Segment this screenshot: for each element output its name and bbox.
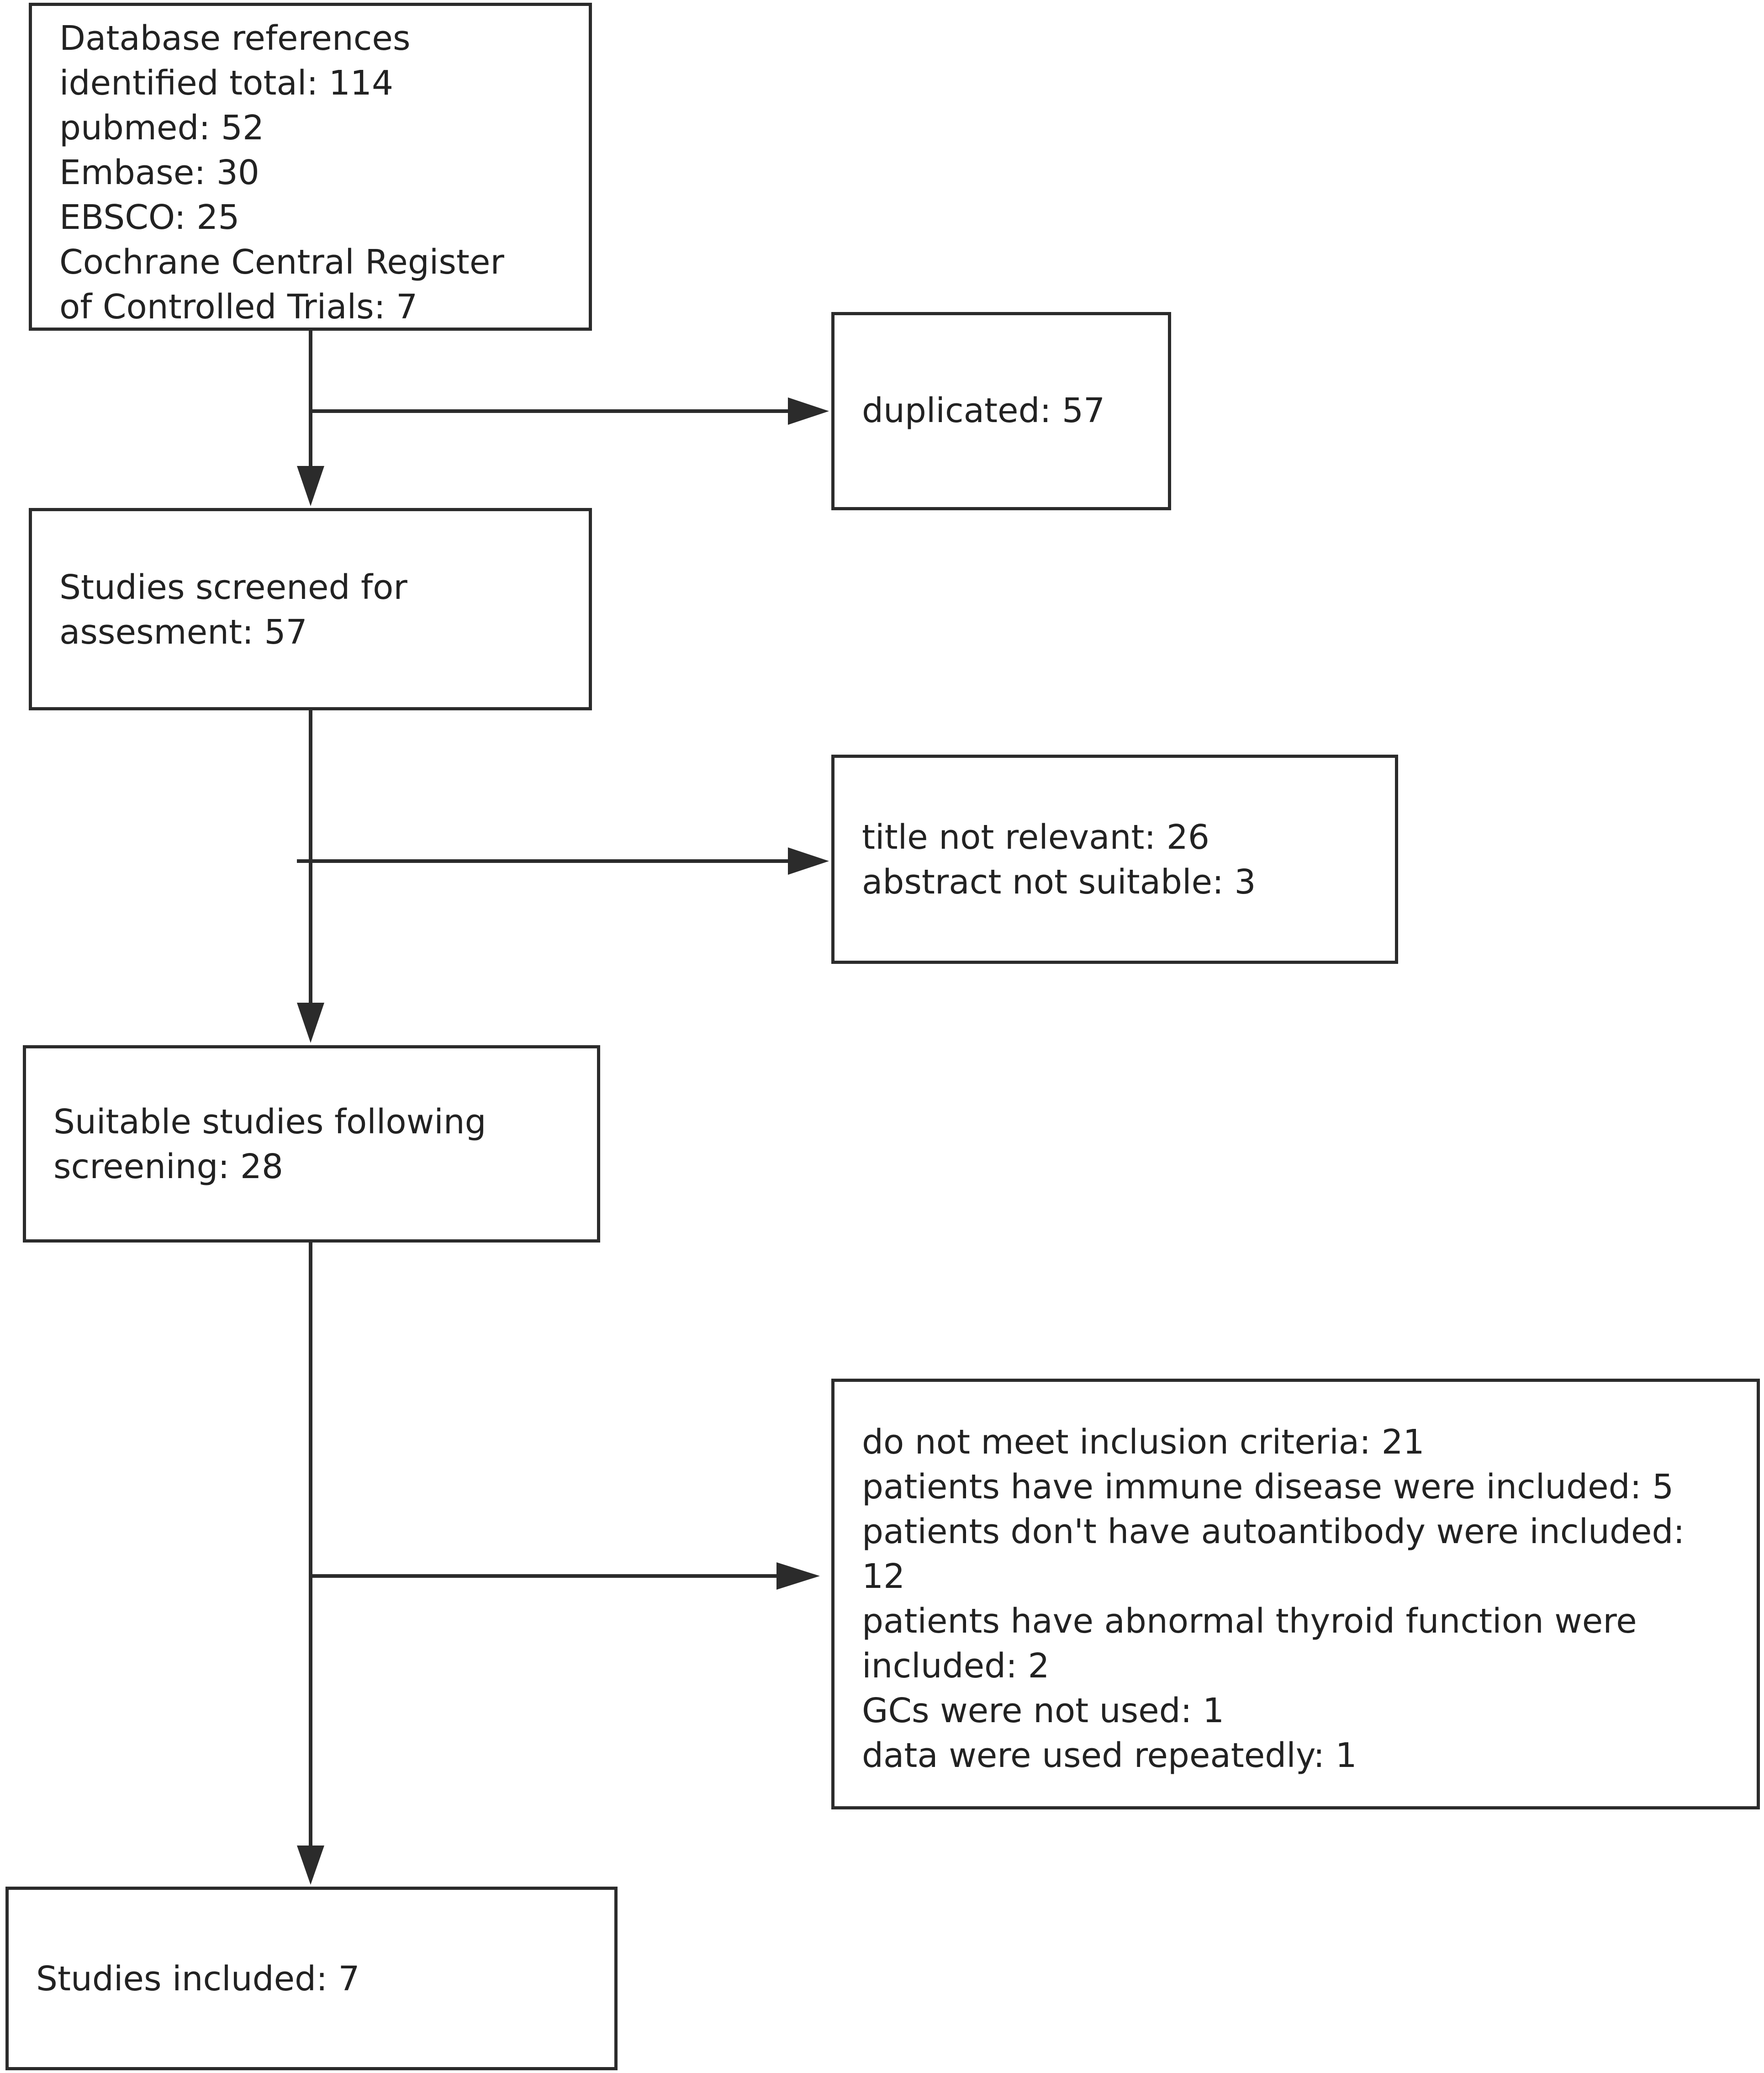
box-line: 12: [862, 1557, 905, 1596]
box-line: Embase: 30: [59, 153, 259, 192]
box-line: duplicated: 57: [862, 391, 1105, 430]
box-line: Studies included: 7: [36, 1959, 360, 1999]
studies-included-text: Studies included: 7: [36, 1957, 360, 2001]
box-line: patients have abnormal thyroid function …: [862, 1602, 1637, 1641]
arrowhead-to-title-abstract: [788, 847, 829, 875]
title-abstract-exclusion-box: title not relevant: 26 abstract not suit…: [831, 755, 1398, 964]
database-references-box: Database references identified total: 11…: [29, 3, 592, 331]
box-line: identified total: 114: [59, 63, 394, 103]
duplicated-text: duplicated: 57: [862, 388, 1105, 433]
box-line: GCs were not used: 1: [862, 1691, 1225, 1730]
box-line: assesment: 57: [59, 613, 307, 652]
box-line: Studies screened for: [59, 568, 407, 607]
database-references-text: Database references identified total: 11…: [59, 16, 504, 329]
arrowhead-to-included: [297, 1846, 324, 1885]
suitable-studies-text: Suitable studies following screening: 28: [53, 1100, 486, 1189]
box-line: pubmed: 52: [59, 108, 264, 148]
title-abstract-exclusion-text: title not relevant: 26 abstract not suit…: [862, 815, 1256, 904]
box-line: EBSCO: 25: [59, 198, 240, 237]
box-line: do not meet inclusion criteria: 21: [862, 1423, 1425, 1462]
box-line: screening: 28: [53, 1147, 284, 1186]
criteria-exclusion-box: do not meet inclusion criteria: 21 patie…: [831, 1379, 1760, 1809]
box-line: title not relevant: 26: [862, 818, 1209, 857]
box-line: patients have immune disease were includ…: [862, 1467, 1674, 1507]
arrowhead-to-duplicated: [788, 397, 829, 425]
studies-included-box: Studies included: 7: [5, 1887, 618, 2070]
arrowhead-to-criteria: [776, 1562, 820, 1590]
box-line: patients don't have autoantibody were in…: [862, 1512, 1685, 1551]
box-line: Cochrane Central Register: [59, 243, 504, 282]
box-line: Database references: [59, 19, 411, 58]
box-line: Suitable studies following: [53, 1102, 486, 1142]
arrowhead-to-screened: [297, 466, 324, 506]
screened-text: Studies screened for assesment: 57: [59, 565, 407, 655]
arrowhead-to-suitable: [297, 1003, 324, 1043]
box-line: abstract not suitable: 3: [862, 862, 1256, 902]
box-line: included: 2: [862, 1646, 1050, 1686]
criteria-exclusion-text: do not meet inclusion criteria: 21 patie…: [862, 1420, 1685, 1778]
box-line: of Controlled Trials: 7: [59, 287, 418, 327]
box-line: data were used repeatedly: 1: [862, 1736, 1357, 1775]
screened-box: Studies screened for assesment: 57: [29, 508, 592, 710]
duplicated-box: duplicated: 57: [831, 312, 1171, 510]
suitable-studies-box: Suitable studies following screening: 28: [23, 1045, 600, 1243]
